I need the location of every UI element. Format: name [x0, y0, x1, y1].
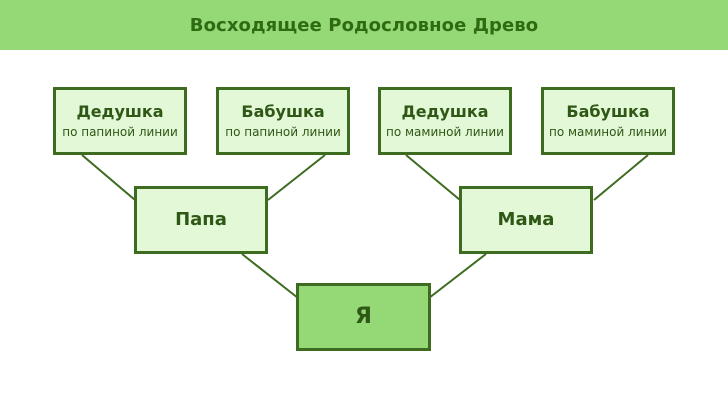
- node-name: Папа: [175, 209, 227, 230]
- node-grandmother-maternal: Бабушка по маминой линии: [541, 87, 675, 155]
- node-subtitle: по маминой линии: [386, 125, 504, 139]
- node-name: Бабушка: [241, 102, 325, 121]
- connector-line: [241, 253, 299, 299]
- node-name: Дедушка: [401, 102, 489, 121]
- connector-line: [405, 154, 461, 201]
- node-subtitle: по маминой линии: [549, 125, 667, 139]
- node-name: Бабушка: [566, 102, 650, 121]
- connector-line: [593, 154, 649, 201]
- node-father: Папа: [134, 186, 268, 254]
- connector-line: [267, 154, 326, 201]
- node-name: Я: [355, 304, 372, 329]
- node-name: Мама: [497, 209, 555, 230]
- node-grandfather-paternal: Дедушка по папиной линии: [53, 87, 187, 155]
- diagram-title: Восходящее Родословное Древо: [189, 14, 539, 36]
- connector-line: [428, 253, 487, 299]
- node-name: Дедушка: [76, 102, 164, 121]
- node-subtitle: по папиной линии: [225, 125, 341, 139]
- node-grandfather-maternal: Дедушка по маминой линии: [378, 87, 512, 155]
- node-subtitle: по папиной линии: [62, 125, 178, 139]
- node-self: Я: [296, 283, 431, 351]
- header-bar: Восходящее Родословное Древо: [0, 0, 728, 50]
- node-grandmother-paternal: Бабушка по папиной линии: [216, 87, 350, 155]
- connector-line: [81, 154, 136, 201]
- node-mother: Мама: [459, 186, 593, 254]
